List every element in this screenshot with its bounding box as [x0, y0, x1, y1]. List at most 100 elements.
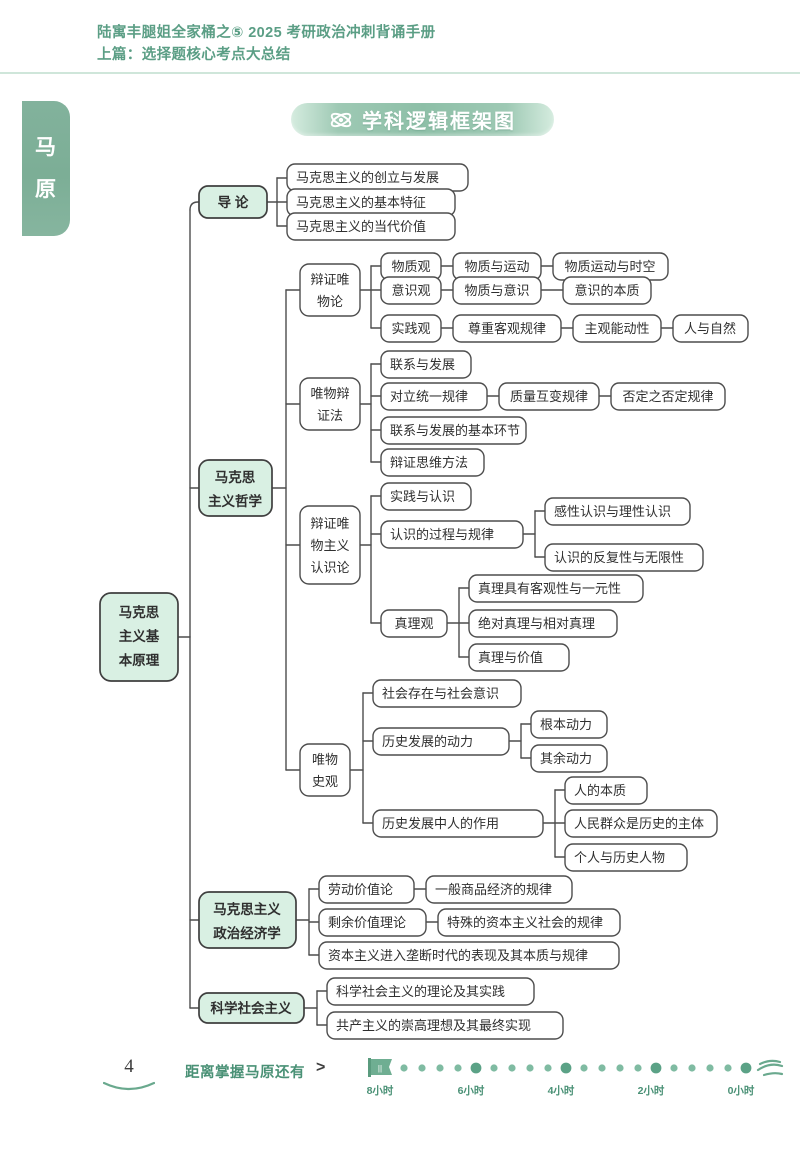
node-zhilianghubianguilv[interactable]: 质量互变规律: [498, 382, 600, 411]
node-weiwushiguan-line-2: 史观: [312, 774, 338, 789]
node-maxzhexue-line-1: 马克思: [215, 469, 256, 485]
node-renminqunzhong[interactable]: 人民群众是历史的主体: [564, 809, 718, 838]
node-daolun-child-2[interactable]: 马克思主义的基本特征: [286, 188, 456, 217]
node-kexueshehuizhuyi[interactable]: 科学社会主义: [198, 992, 305, 1024]
node-foudingzhifoudingguilv-label: 否定之否定规律: [622, 389, 713, 404]
node-yishiguan[interactable]: 意识观: [380, 276, 442, 305]
footer-label: 距离掌握马原还有: [185, 1065, 305, 1081]
node-daolun-child-3[interactable]: 马克思主义的当代价值: [286, 212, 456, 241]
node-bianzhengweiwulun-line-1: 辩证唯: [310, 272, 349, 287]
node-ganxingyulixingrenshi[interactable]: 感性认识与理性认识: [544, 497, 691, 526]
node-zhilianghubianguilv-label: 质量互变规律: [510, 389, 588, 404]
node-weiwushiguan-line-1: 唯物: [312, 752, 338, 767]
node-wuzhiguan-label: 物质观: [391, 259, 430, 274]
node-gongchanzhuyilixiang[interactable]: 共产主义的崇高理想及其最终实现: [326, 1011, 564, 1040]
node-weiwushiguan[interactable]: 唯物 史观: [299, 743, 351, 797]
node-root[interactable]: 马克思 主义基 本原理: [99, 592, 179, 682]
node-wuzhiyuyishi[interactable]: 物质与意识: [452, 276, 542, 305]
node-foudingzhifoudingguilv[interactable]: 否定之否定规律: [610, 382, 726, 411]
node-qiyudongli[interactable]: 其余动力: [530, 744, 608, 773]
node-wuzhiyundongyushikong[interactable]: 物质运动与时空: [552, 252, 669, 281]
node-renshideguochengyuguilv[interactable]: 认识的过程与规律: [380, 520, 524, 549]
node-bianzhengweiwulun[interactable]: 辩证唯 物论: [299, 263, 361, 317]
node-maxzhexue[interactable]: 马克思 主义哲学: [198, 459, 273, 517]
node-zibenzhuyiduanduan[interactable]: 资本主义进入垄断时代的表现及其本质与规律: [318, 941, 620, 970]
side-tab-char-1: 马: [35, 135, 57, 159]
node-zunzhongkeguanguilv-label: 尊重客观规律: [468, 321, 546, 336]
node-renshidefanfuxing[interactable]: 认识的反复性与无限性: [544, 543, 704, 572]
node-genbendongli[interactable]: 根本动力: [530, 710, 608, 739]
node-kexueshehuizhuyililun-label: 科学社会主义的理论及其实践: [336, 984, 505, 999]
node-renshilun[interactable]: 辩证唯 物主义 认识论: [299, 505, 361, 585]
flag-icon: ||: [368, 1058, 392, 1077]
node-juedui-xiangduizhenli[interactable]: 绝对真理与相对真理: [468, 609, 618, 638]
node-lishifazhandedongli[interactable]: 历史发展的动力: [372, 727, 510, 756]
node-qiyudongli-label: 其余动力: [540, 751, 592, 766]
progress-tick-0: 8小时: [366, 1085, 394, 1097]
node-gerenyulishirenwu[interactable]: 个人与历史人物: [564, 843, 688, 872]
node-wuzhiyuyundong[interactable]: 物质与运动: [452, 252, 542, 281]
progress-tracker[interactable]: ||: [366, 1056, 786, 1116]
node-zhenliyujiazhi[interactable]: 真理与价值: [468, 643, 570, 672]
node-yibanshangpinjingji-label: 一般商品经济的规律: [435, 882, 552, 897]
node-wuzhiyundongyushikong-label: 物质运动与时空: [564, 259, 655, 274]
node-duilitongyiguilv[interactable]: 对立统一规律: [380, 382, 488, 411]
node-gongchanzhuyilixiang-label: 共产主义的崇高理想及其最终实现: [336, 1018, 531, 1033]
mindmap-canvas: .bx{fill:#ffffff;stroke:#4d4d4d;stroke-w…: [0, 140, 800, 1050]
node-weiwubianzhengfa[interactable]: 唯物辩 证法: [299, 377, 361, 431]
node-teshudezibenzhuyi[interactable]: 特殊的资本主义社会的规律: [437, 908, 621, 937]
node-renshilun-line-1: 辩证唯: [310, 516, 349, 531]
subject-side-tab: 马 原: [22, 101, 70, 236]
mindmap-connectors: [177, 177, 674, 1026]
node-lishifazhandedongli-label: 历史发展的动力: [382, 734, 473, 749]
node-lianxiyufazhan[interactable]: 联系与发展: [380, 350, 472, 379]
node-zhenlikeguanxing[interactable]: 真理具有客观性与一元性: [468, 574, 644, 603]
node-shengyujiazhililun-label: 剩余价值理论: [328, 915, 406, 930]
node-weiwubianzhengfa-line-2: 证法: [317, 408, 343, 423]
node-lianxiyufazhan-label: 联系与发展: [390, 357, 455, 372]
node-genbendongli-label: 根本动力: [540, 717, 592, 732]
node-shengyujiazhililun[interactable]: 剩余价值理论: [318, 908, 427, 937]
node-zhenliguan[interactable]: 真理观: [380, 609, 448, 638]
node-lianxiyufazhandejibenhuanjie[interactable]: 联系与发展的基本环节: [380, 416, 527, 445]
node-teshudezibenzhuyi-label: 特殊的资本主义社会的规律: [447, 915, 603, 930]
node-bianzhengsiweifangfa[interactable]: 辩证思维方法: [380, 448, 485, 477]
node-zunzhongkeguanguilv[interactable]: 尊重客观规律: [452, 314, 562, 343]
header-divider: [0, 72, 800, 74]
node-renshidefanfuxing-label: 认识的反复性与无限性: [554, 550, 684, 565]
node-zhenliyujiazhi-label: 真理与价值: [478, 650, 543, 665]
node-daolun-child-2-label: 马克思主义的基本特征: [296, 195, 426, 210]
node-ganxingyulixingrenshi-label: 感性认识与理性认识: [554, 504, 671, 519]
progress-tick-1: 6小时: [457, 1085, 485, 1097]
node-renshilun-line-3: 认识论: [310, 560, 349, 575]
node-renminqunzhong-label: 人民群众是历史的主体: [574, 816, 704, 831]
header-line-1: 陆寓丰腿姐全家桶之⑤ 2025 考研政治冲刺背诵手册: [97, 25, 436, 41]
node-lishifazhanzhongrendezuoyong-label: 历史发展中人的作用: [382, 816, 499, 831]
node-shijianyurenshi[interactable]: 实践与认识: [380, 482, 472, 511]
node-wuzhiguan[interactable]: 物质观: [380, 252, 442, 281]
progress-dots: ||: [368, 1058, 784, 1077]
node-rendebenzhi-label: 人的本质: [574, 783, 626, 798]
node-daolun-child-1-label: 马克思主义的创立与发展: [296, 170, 439, 185]
node-renshideguochengyuguilv-label: 认识的过程与规律: [390, 527, 494, 542]
node-zhenlikeguanxing-label: 真理具有客观性与一元性: [478, 581, 621, 596]
page-number-arc: [103, 1081, 155, 1091]
node-lishifazhanzhongrendezuoyong[interactable]: 历史发展中人的作用: [372, 809, 544, 838]
node-daolun-child-1[interactable]: 马克思主义的创立与发展: [286, 163, 469, 192]
node-yibanshangpinjingji[interactable]: 一般商品经济的规律: [425, 875, 573, 904]
node-kexueshehuizhuyililun[interactable]: 科学社会主义的理论及其实践: [326, 977, 535, 1006]
node-daolun-child-3-label: 马克思主义的当代价值: [296, 219, 426, 234]
node-zhuguannengdongxing[interactable]: 主观能动性: [572, 314, 662, 343]
node-zhengzhijingjixue[interactable]: 马克思主义 政治经济学: [198, 891, 297, 949]
node-shijianguan-label: 实践观: [391, 321, 430, 336]
node-renyuziran[interactable]: 人与自然: [672, 314, 749, 343]
node-daolun[interactable]: 导 论: [198, 185, 268, 219]
node-shehuicunzaiyuyishi[interactable]: 社会存在与社会意识: [372, 679, 522, 708]
node-rendebenzhi[interactable]: 人的本质: [564, 776, 648, 805]
node-shijianguan[interactable]: 实践观: [380, 314, 442, 343]
node-yishidebenzhi[interactable]: 意识的本质: [562, 276, 652, 305]
node-bianzhengsiweifangfa-label: 辩证思维方法: [390, 455, 468, 470]
node-lianxiyufazhandejibenhuanjie-label: 联系与发展的基本环节: [390, 423, 520, 438]
side-tab-char-2: 原: [35, 178, 57, 202]
node-laodongjiazhilun[interactable]: 劳动价值论: [318, 875, 415, 904]
